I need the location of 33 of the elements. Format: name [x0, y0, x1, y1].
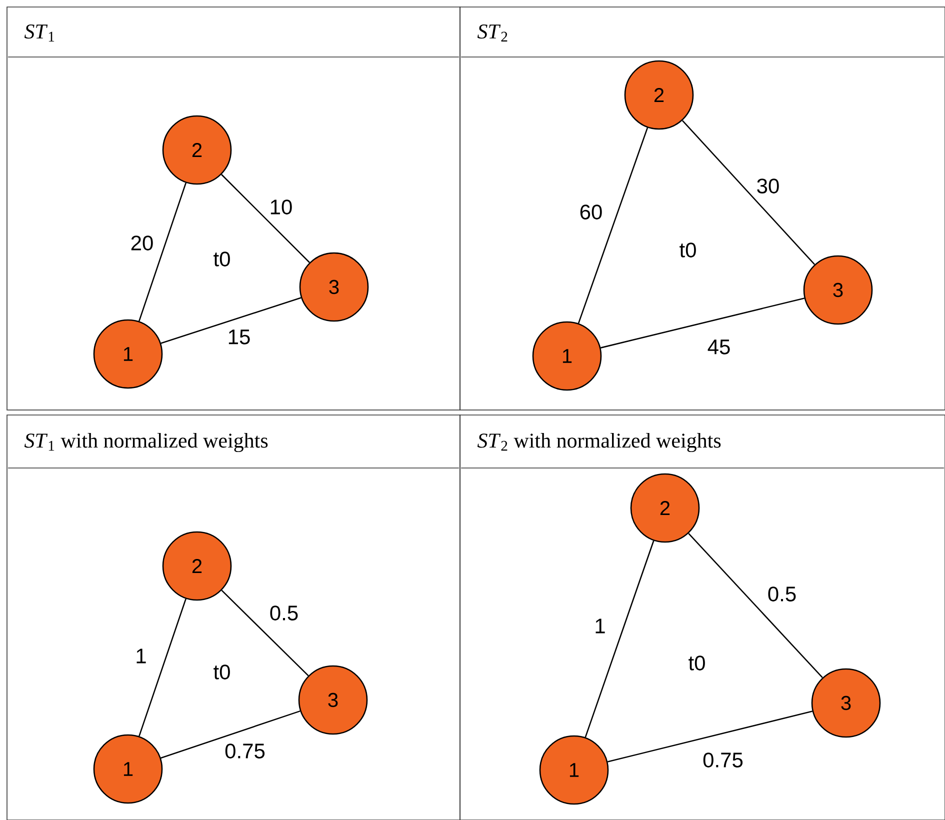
- edge-label: 1: [136, 648, 146, 664]
- cell-header: ST$_{2}$ with normalized weights: [477, 432, 721, 452]
- edge-line: [688, 532, 823, 678]
- edge-label: 20: [131, 236, 153, 250]
- edge-line: [221, 590, 309, 676]
- cell-header: ST$_{1}$ with normalized weights: [24, 432, 268, 452]
- edge-label: 30: [757, 178, 779, 194]
- edge-label: 45: [708, 340, 730, 354]
- graph-label: t0: [214, 252, 230, 266]
- edge-line: [138, 182, 187, 322]
- edge-label: 0.5: [270, 606, 298, 620]
- edge-label: 0.75: [703, 752, 743, 768]
- edge-line: [160, 297, 302, 344]
- edge-line: [138, 598, 186, 736]
- graph-label: t0: [688, 656, 705, 670]
- edge-label: 0.5: [768, 586, 796, 602]
- cell-header: ST$_{1}$: [24, 24, 54, 42]
- cell-header: ST$_{2}$: [477, 24, 508, 42]
- edge-label: 1: [596, 618, 605, 634]
- edge-label: 60: [580, 204, 602, 220]
- graph-label: t0: [214, 664, 230, 680]
- edge-line: [584, 540, 654, 738]
- edge-line: [600, 298, 804, 348]
- edge-line: [221, 174, 310, 263]
- table-cell: [6, 414, 460, 820]
- edge-line: [160, 710, 300, 759]
- edge-line: [608, 710, 813, 762]
- edge-label: 15: [228, 330, 250, 344]
- edge-label: 0.75: [225, 744, 265, 758]
- edge-label: 10: [270, 200, 292, 214]
- graph-label: t0: [680, 242, 696, 258]
- edge-line: [578, 127, 648, 324]
- edge-line: [682, 120, 816, 265]
